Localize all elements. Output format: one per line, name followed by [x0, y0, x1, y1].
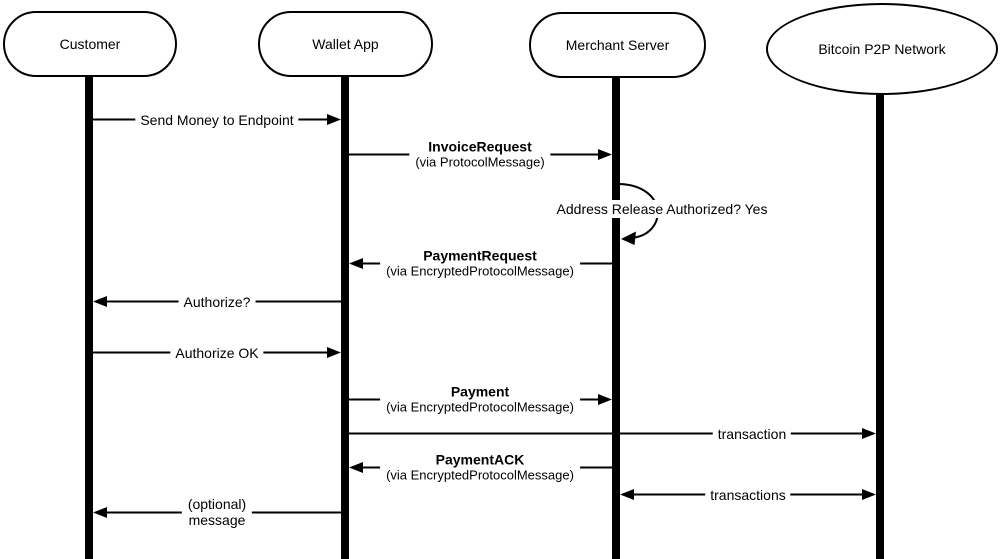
message-label-send-money-to-endpoint: Send Money to Endpoint: [135, 111, 299, 129]
actor-merchant-server: Merchant Server: [529, 12, 706, 78]
actor-merchant-server-label: Merchant Server: [565, 37, 670, 53]
message-label-payment-request: PaymentRequest (via EncryptedProtocolMes…: [380, 247, 580, 279]
message-subtitle: (via ProtocolMessage): [415, 154, 545, 170]
message-label-authorize-ok: Authorize OK: [170, 344, 264, 362]
message-subtitle: (via EncryptedProtocolMessage): [386, 263, 574, 279]
lifeline-wallet-app: [341, 76, 349, 559]
lifeline-customer: [85, 76, 93, 559]
message-label-optional-message: (optional) message: [181, 496, 253, 528]
message-label-payment: Payment (via EncryptedProtocolMessage): [380, 383, 580, 415]
message-label-transactions: transactions: [705, 486, 791, 504]
message-title: PaymentACK: [435, 451, 525, 468]
actor-wallet-app-label: Wallet App: [312, 36, 379, 52]
message-label-invoice-request: InvoiceRequest (via ProtocolMessage): [409, 138, 551, 170]
message-title: Payment: [450, 383, 510, 400]
message-title: (optional): [187, 496, 247, 512]
actor-bitcoin-p2p-network: Bitcoin P2P Network: [766, 3, 998, 95]
message-subtitle: (via EncryptedProtocolMessage): [386, 399, 574, 415]
actor-customer: Customer: [3, 11, 177, 77]
actor-customer-label: Customer: [59, 36, 121, 52]
message-label-authorize: Authorize?: [178, 293, 256, 311]
arrow-transaction: [349, 428, 876, 439]
message-label-transaction: transaction: [712, 425, 792, 443]
message-title: InvoiceRequest: [428, 138, 532, 155]
actor-wallet-app: Wallet App: [258, 11, 433, 77]
lifeline-merchant-server: [612, 77, 620, 559]
actor-bitcoin-p2p-network-label: Bitcoin P2P Network: [818, 41, 946, 57]
message-label-payment-ack: PaymentACK (via EncryptedProtocolMessage…: [380, 451, 580, 483]
message-subtitle: (via EncryptedProtocolMessage): [386, 467, 574, 483]
message-label-address-release-authorized: Address Release Authorized? Yes: [551, 200, 773, 218]
message-title: PaymentRequest: [423, 247, 537, 264]
message-subtitle: message: [188, 512, 246, 528]
lifeline-bitcoin-p2p-network: [876, 93, 884, 559]
